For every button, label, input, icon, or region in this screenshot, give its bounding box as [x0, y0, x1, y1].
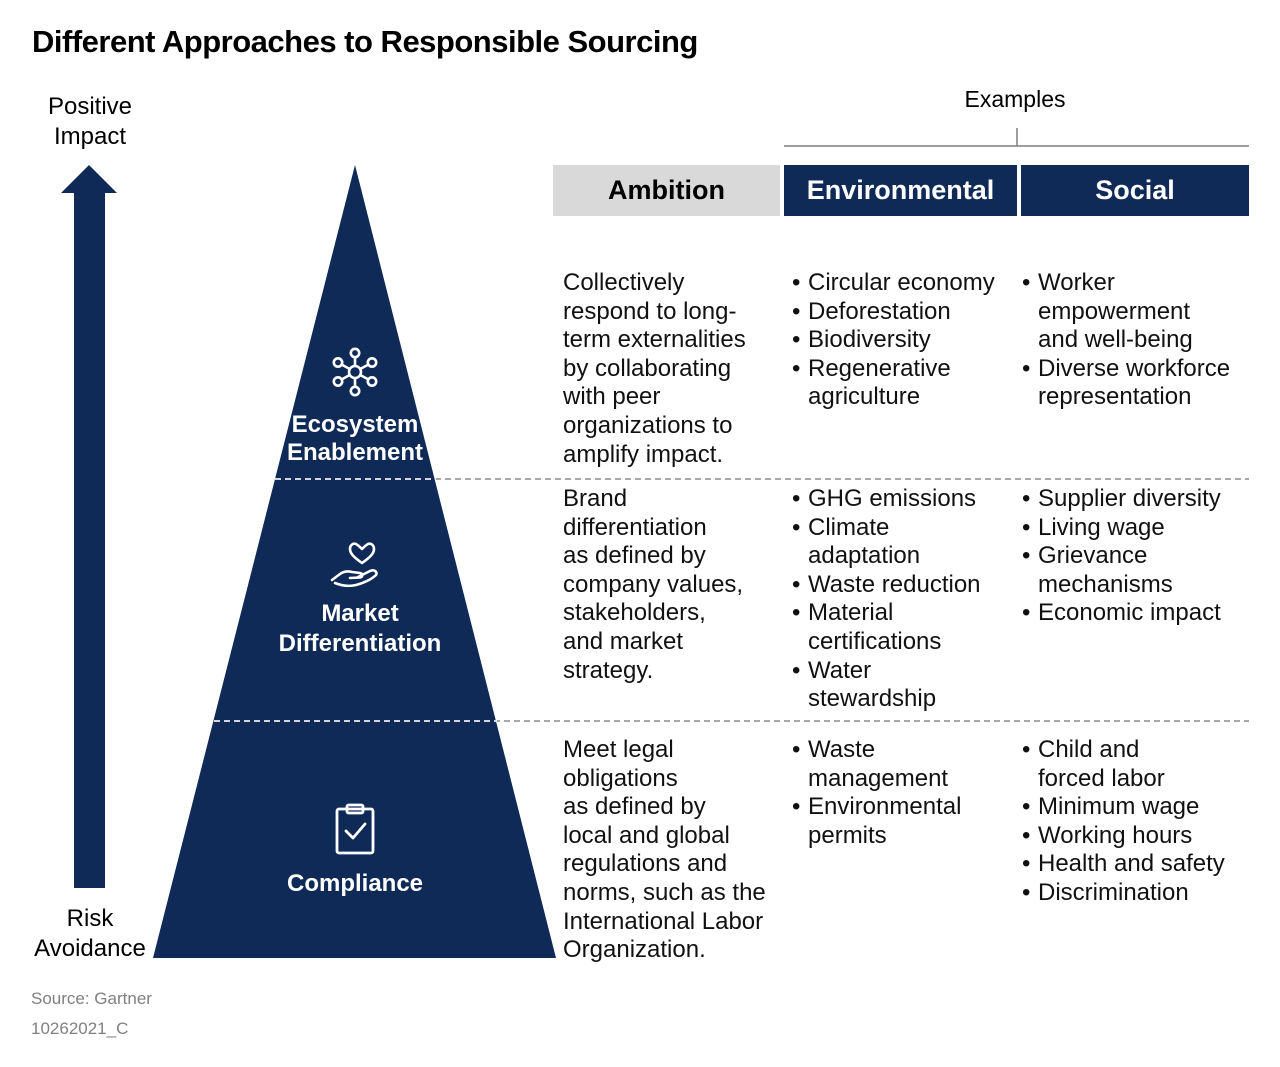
- list-item: Health and safety: [1022, 850, 1257, 879]
- impact-arrow: [61, 165, 117, 888]
- ambition-text-compliance: Meet legal obligations as defined by loc…: [563, 736, 766, 964]
- environmental-list-compliance: Waste management Environmental permits: [792, 736, 1022, 850]
- figure-id: 10262021_C: [31, 1019, 129, 1038]
- tier-label-compliance: Compliance: [255, 870, 455, 898]
- list-item: Waste reduction: [792, 571, 1022, 600]
- header-environmental: Environmental: [784, 165, 1017, 216]
- tier-label-line: Ecosystem: [291, 411, 419, 438]
- ambition-text-market: Brand differentiation as defined by comp…: [563, 485, 744, 684]
- list-item: Material certifications: [792, 599, 1022, 656]
- tier-label-line: Differentiation: [278, 630, 442, 657]
- list-item: Minimum wage: [1022, 793, 1257, 822]
- list-item: Waste management: [792, 736, 1022, 793]
- list-item: Circular economy: [792, 269, 1022, 298]
- list-item: Economic impact: [1022, 599, 1257, 628]
- social-list-market: Supplier diversity Living wage Grievance…: [1022, 485, 1257, 628]
- list-item: GHG emissions: [792, 485, 1022, 514]
- tier-label-market-differentiation: Market Differentiation: [250, 599, 470, 659]
- list-item: Water stewardship: [792, 657, 1022, 714]
- header-ambition: Ambition: [553, 165, 780, 216]
- list-item: Climate adaptation: [792, 514, 1022, 571]
- social-list-compliance: Child and forced labor Minimum wage Work…: [1022, 736, 1257, 908]
- tier-label-line: Market: [321, 600, 399, 627]
- axis-bottom-label: Risk Avoidance: [25, 904, 155, 964]
- list-item: Grievance mechanisms: [1022, 542, 1257, 599]
- social-list-ecosystem: Worker empowerment and well-being Divers…: [1022, 269, 1257, 412]
- axis-bottom-line1: Risk: [66, 905, 114, 932]
- list-item: Discrimination: [1022, 879, 1257, 908]
- examples-bracket: [784, 128, 1249, 147]
- examples-label: Examples: [964, 86, 1066, 112]
- list-item: Child and forced labor: [1022, 736, 1257, 793]
- list-item: Regenerative agriculture: [792, 355, 1022, 412]
- source-note: Source: Gartner: [31, 989, 152, 1008]
- axis-bottom-line2: Avoidance: [34, 935, 146, 962]
- environmental-list-ecosystem: Circular economy Deforestation Biodivers…: [792, 269, 1022, 412]
- tier-label-line: Enablement: [286, 439, 424, 466]
- tier-label-ecosystem-enablement: Ecosystem Enablement: [255, 411, 455, 467]
- axis-top-line1: Positive: [47, 93, 133, 120]
- clipboard-check-icon: [335, 803, 375, 855]
- environmental-list-market: GHG emissions Climate adaptation Waste r…: [792, 485, 1022, 714]
- tier-label-line: Compliance: [286, 870, 424, 897]
- list-item: Environmental permits: [792, 793, 1022, 850]
- list-item: Supplier diversity: [1022, 485, 1257, 514]
- list-item: Working hours: [1022, 822, 1257, 851]
- axis-top-line2: Impact: [53, 123, 127, 150]
- list-item: Living wage: [1022, 514, 1257, 543]
- page-title: Different Approaches to Responsible Sour…: [32, 24, 698, 59]
- network-nodes-icon: [332, 347, 378, 397]
- list-item: Deforestation: [792, 298, 1022, 327]
- list-item: Diverse workforce representation: [1022, 355, 1257, 412]
- header-social: Social: [1021, 165, 1249, 216]
- heart-in-hand-icon: [330, 542, 378, 588]
- list-item: Worker empowerment and well-being: [1022, 269, 1257, 355]
- ambition-text-ecosystem: Collectively respond to long- term exter…: [563, 269, 746, 468]
- list-item: Biodiversity: [792, 326, 1022, 355]
- axis-top-label: Positive Impact: [30, 92, 150, 152]
- pyramid: [153, 165, 556, 958]
